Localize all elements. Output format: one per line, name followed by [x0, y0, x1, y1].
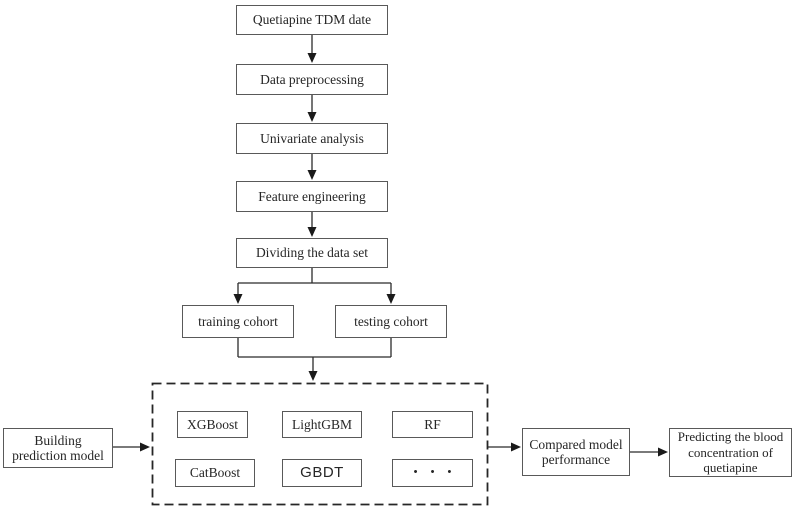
- node-predicting-blood-concentration: Predicting the blood concentration of qu…: [669, 428, 792, 477]
- node-compared-model-performance: Compared model performance: [522, 428, 630, 476]
- node-label: Univariate analysis: [260, 130, 364, 146]
- node-catboost: CatBoost: [175, 459, 255, 487]
- arrowhead-down: [307, 227, 317, 237]
- node-label-line: Building: [34, 432, 82, 448]
- node-label-line: Compared model: [529, 436, 623, 452]
- node-training-cohort: training cohort: [182, 305, 294, 338]
- node-dividing-the-data-set: Dividing the data set: [236, 238, 388, 268]
- node-gbdt: GBDT: [282, 459, 362, 487]
- arrowhead-down: [307, 53, 317, 63]
- node-feature-engineering: Feature engineering: [236, 181, 388, 212]
- node-label: Quetiapine TDM date: [252, 12, 372, 28]
- arrowhead-right: [658, 447, 668, 457]
- arrowhead-down: [386, 294, 396, 304]
- arrowhead-down: [307, 112, 317, 122]
- node-label: • • •: [413, 466, 457, 479]
- arrowhead-right: [511, 442, 521, 452]
- node-label-line: prediction model: [12, 448, 104, 463]
- node-label: CatBoost: [189, 465, 241, 481]
- node-lightgbm: LightGBM: [282, 411, 362, 438]
- node-xgboost: XGBoost: [177, 411, 248, 438]
- node-label: XGBoost: [186, 416, 238, 432]
- node-label: training cohort: [198, 313, 278, 329]
- node-data-preprocessing: Data preprocessing: [236, 64, 388, 95]
- arrowhead-down: [233, 294, 243, 304]
- node-label: Dividing the data set: [255, 245, 369, 261]
- node-testing-cohort: testing cohort: [335, 305, 447, 338]
- node-univariate-analysis: Univariate analysis: [236, 123, 388, 154]
- node-label-line: performance: [541, 452, 611, 467]
- arrowhead-down: [307, 170, 317, 180]
- arrowheads: [140, 53, 668, 457]
- node-label: GBDT: [300, 464, 344, 482]
- node-label-line: concentration of: [688, 444, 773, 460]
- node-ellipsis: • • •: [392, 459, 473, 487]
- arrowhead-right: [140, 442, 150, 452]
- node-label: testing cohort: [354, 313, 428, 329]
- node-building-prediction-model: Building prediction model: [3, 428, 113, 468]
- arrowhead-down: [308, 371, 318, 381]
- node-label: RF: [424, 416, 441, 432]
- node-label: LightGBM: [291, 416, 352, 432]
- connector-line: [237, 338, 392, 371]
- node-label-line: Predicting the blood: [677, 429, 784, 445]
- node-label-line: quetiapine: [703, 460, 758, 476]
- node-label: Feature engineering: [258, 188, 366, 204]
- node-rf: RF: [392, 411, 473, 438]
- node-label: Data preprocessing: [260, 71, 364, 87]
- connector-line: [237, 268, 392, 294]
- node-quetiapine-tdm-date: Quetiapine TDM date: [236, 5, 388, 35]
